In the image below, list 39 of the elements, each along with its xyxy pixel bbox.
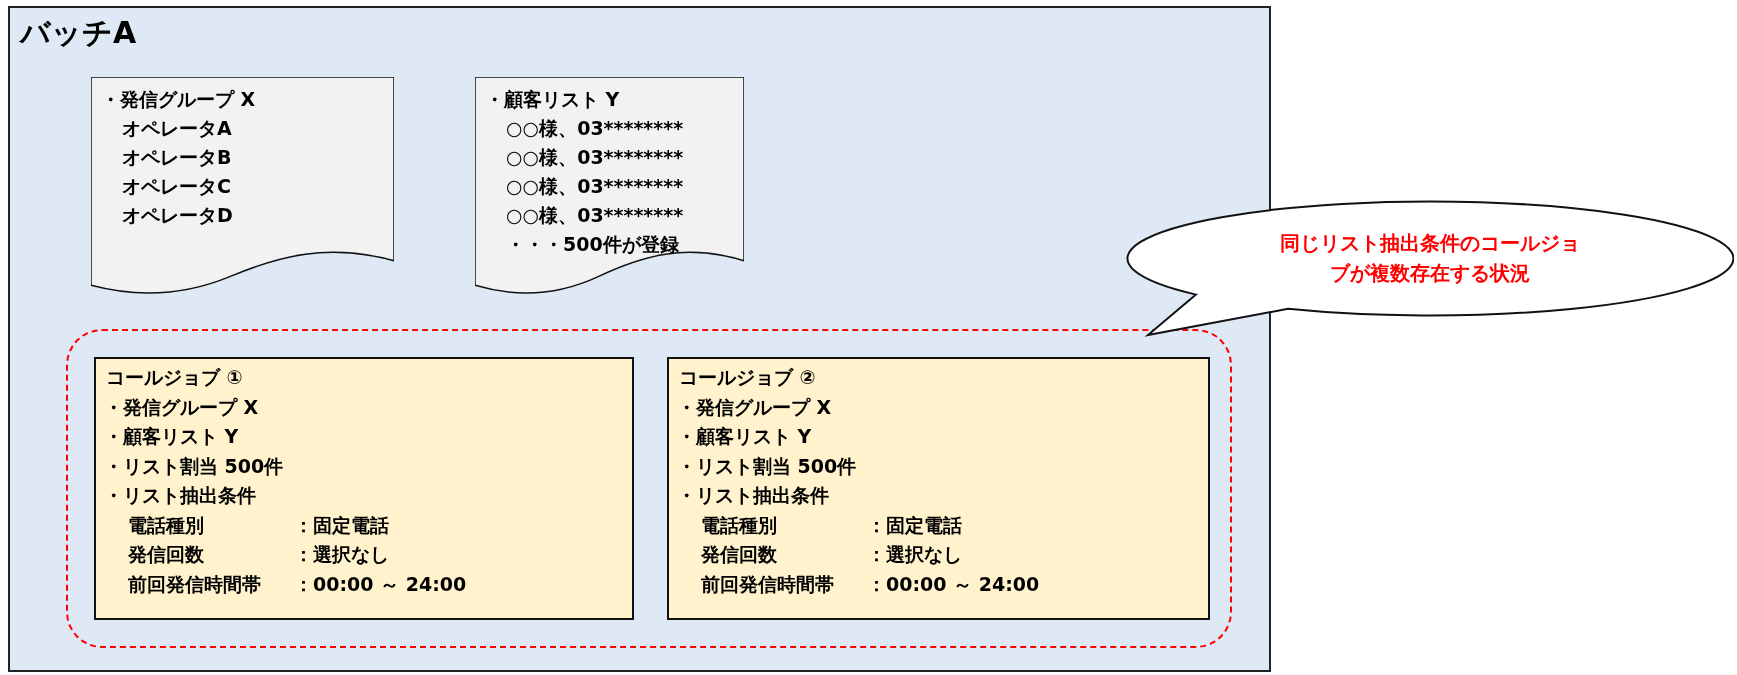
- list-item: ○○様、03********: [506, 203, 684, 228]
- condition-label: 電話種別: [128, 512, 205, 538]
- list-item: オペレータB: [122, 145, 232, 170]
- list-item: ・顧客リスト Y: [104, 424, 239, 449]
- callout-text: 同じリスト抽出条件のコールジョブが複数存在する状況: [1279, 229, 1580, 287]
- condition-label: 電話種別: [701, 512, 778, 538]
- list-item: ・顧客リスト Y: [485, 87, 620, 112]
- card-title: コールジョブ ①: [106, 365, 243, 390]
- list-item: ・リスト割当 500件: [104, 453, 284, 479]
- list-item: ・顧客リスト Y: [677, 424, 812, 449]
- call-job-card: [667, 357, 1210, 620]
- condition-value: ：00:00 ～ 24:00: [294, 571, 467, 597]
- card-title: コールジョブ ②: [679, 365, 816, 390]
- list-item: オペレータC: [122, 174, 231, 199]
- condition-value: ：固定電話: [867, 512, 962, 538]
- condition-value: ：選択なし: [294, 542, 389, 567]
- list-item: ○○様、03********: [506, 174, 684, 199]
- condition-label: 前回発信時間帯: [128, 571, 262, 597]
- list-item: ・リスト抽出条件: [104, 483, 256, 508]
- panel-title: バッチA: [20, 14, 137, 52]
- batch-panel: [8, 6, 1271, 672]
- condition-label: 発信回数: [128, 542, 205, 567]
- condition-value: ：固定電話: [294, 512, 389, 538]
- dashed-group-frame: [66, 329, 1232, 648]
- list-item: オペレータD: [122, 203, 233, 228]
- list-item: ・発信グループ X: [104, 394, 259, 420]
- condition-value: ：00:00 ～ 24:00: [867, 571, 1040, 597]
- list-item: ・リスト抽出条件: [677, 483, 829, 508]
- condition-label: 前回発信時間帯: [701, 571, 835, 597]
- list-item: ・リスト割当 500件: [677, 453, 857, 479]
- condition-value: ：選択なし: [867, 542, 962, 567]
- list-item: ・発信グループ X: [677, 394, 832, 420]
- list-item: ・発信グループ X: [101, 87, 256, 112]
- call-job-card: [94, 357, 634, 620]
- list-item: ○○様、03********: [506, 145, 684, 170]
- condition-label: 発信回数: [701, 542, 778, 567]
- list-item: オペレータA: [122, 116, 232, 141]
- list-item: ・・・500件が登録: [506, 232, 679, 257]
- list-item: ○○様、03********: [506, 116, 684, 141]
